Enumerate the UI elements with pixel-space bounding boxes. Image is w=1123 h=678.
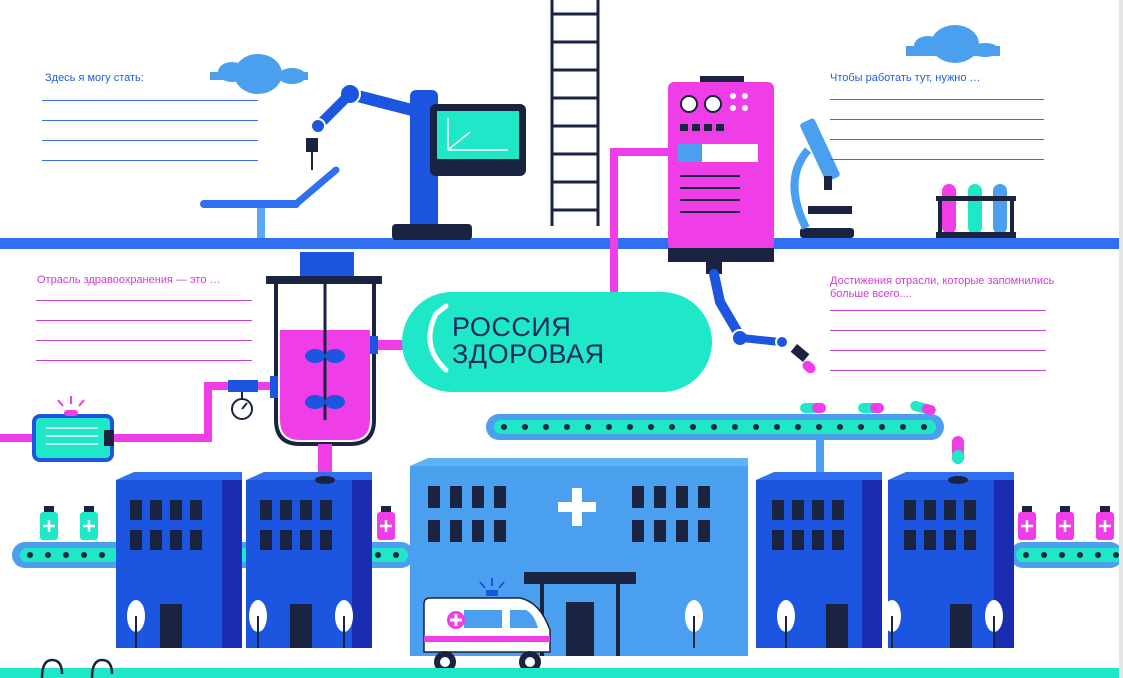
medicine-bottle-icon: [1018, 506, 1036, 540]
writing-line[interactable]: [830, 350, 1046, 351]
microscope-icon: [790, 118, 854, 238]
factory-building: [756, 472, 882, 648]
decor-arc: [90, 658, 114, 678]
ladder-icon: [550, 0, 600, 226]
page-edge: [1119, 0, 1123, 678]
banner-line-1: РОССИЯ: [452, 312, 572, 342]
pill-icon: [952, 436, 964, 464]
prompt-achievements: Достижения отрасли, которые запомнились …: [830, 275, 1055, 300]
writing-line[interactable]: [830, 330, 1046, 331]
writing-line[interactable]: [42, 120, 258, 121]
tree-icon: [777, 600, 795, 648]
conveyor-icon: [486, 414, 944, 482]
pump-icon: [32, 396, 114, 462]
tree-icon: [335, 600, 353, 648]
writing-line[interactable]: [830, 99, 1044, 100]
cloud-icon: [210, 54, 308, 94]
pipe-valve: [370, 336, 378, 354]
tree-icon: [883, 600, 901, 648]
writing-lines: [830, 99, 1044, 179]
cloud-icon: [906, 25, 1000, 63]
prompt-need-to-work: Чтобы работать тут, нужно …: [830, 72, 981, 84]
writing-line[interactable]: [830, 119, 1044, 120]
writing-line[interactable]: [830, 370, 1046, 371]
writing-line[interactable]: [42, 100, 258, 101]
medicine-bottle-icon: [1096, 506, 1114, 540]
ground: [0, 668, 1123, 678]
tree-icon: [127, 600, 145, 648]
factory-building: [116, 472, 242, 648]
conveyor-icon: [1010, 542, 1123, 568]
monitor-icon: [430, 104, 526, 176]
tree-icon: [985, 600, 1003, 648]
pipe: [374, 340, 410, 350]
robot-arm-icon: [706, 262, 816, 374]
pipe-valve: [228, 380, 258, 392]
pill-icon: [858, 403, 884, 413]
pipe-valve: [270, 376, 278, 398]
writing-line[interactable]: [42, 140, 258, 141]
writing-line[interactable]: [36, 340, 252, 341]
writing-line[interactable]: [830, 139, 1044, 140]
writing-line[interactable]: [36, 300, 252, 301]
prompt-industry-is: Отрасль здравоохранения — это …: [37, 274, 221, 286]
medicine-bottle-icon: [80, 506, 98, 540]
writing-line[interactable]: [36, 360, 252, 361]
writing-line[interactable]: [36, 320, 252, 321]
upper-shelf: [0, 238, 1120, 249]
prompt-can-become: Здесь я могу стать:: [45, 72, 144, 84]
writing-lines: [36, 300, 252, 380]
medicine-bottle-icon: [40, 506, 58, 540]
gauge-icon: [231, 392, 253, 420]
pill-icon: [910, 400, 936, 416]
reactor-tank-icon: [266, 252, 382, 480]
medical-chair-icon: [200, 166, 340, 238]
ambulance-icon: [423, 578, 551, 673]
writing-line[interactable]: [830, 159, 1044, 160]
pipe: [610, 148, 668, 292]
writing-line[interactable]: [42, 160, 258, 161]
writing-line[interactable]: [830, 310, 1046, 311]
medicine-bottle-icon: [1056, 506, 1074, 540]
hospital-cross-icon: [558, 488, 596, 526]
writing-lines: [42, 100, 258, 180]
banner-title: РОССИЯ ЗДОРОВАЯ: [452, 314, 605, 368]
tree-icon: [249, 600, 267, 648]
writing-lines: [830, 310, 1046, 390]
tree-icon: [685, 600, 703, 648]
pill-icon: [800, 403, 826, 413]
test-tubes-icon: [936, 184, 1016, 238]
analyzer-machine-icon: [668, 76, 774, 262]
banner-line-2: ЗДОРОВАЯ: [452, 339, 605, 369]
decor-arc: [40, 658, 64, 678]
banner: [402, 292, 712, 392]
medicine-bottle-icon: [377, 506, 395, 540]
